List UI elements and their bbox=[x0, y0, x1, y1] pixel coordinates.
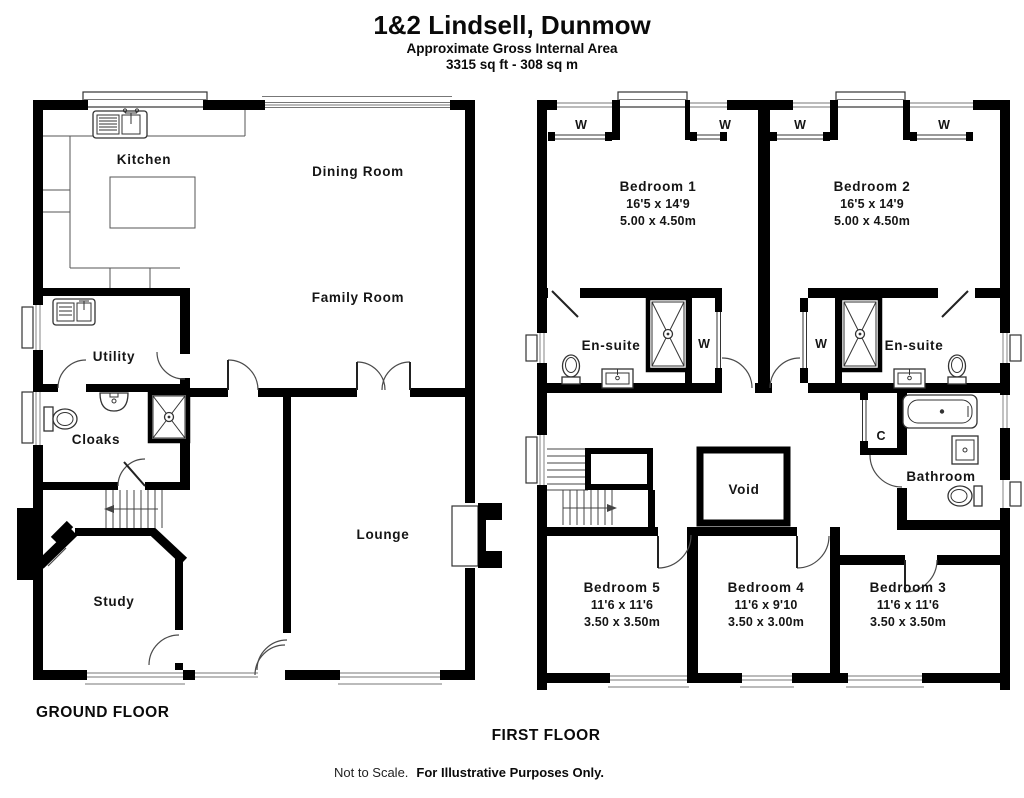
wardrobe-label-3: W bbox=[794, 118, 806, 132]
ground-windows bbox=[21, 91, 452, 685]
first-stairs bbox=[547, 448, 653, 525]
bathroom-toilet-icon bbox=[947, 485, 983, 507]
front-door bbox=[254, 644, 286, 676]
bedroom1-door bbox=[721, 357, 753, 389]
bedroom2-imperial: 16'5 x 14'9 bbox=[840, 197, 904, 211]
ensuite-right-shower-icon bbox=[837, 295, 883, 373]
bathroom-door bbox=[869, 454, 903, 488]
bedroom2-label: Bedroom 2 bbox=[834, 179, 911, 194]
cloaks-window bbox=[33, 390, 43, 445]
hall-window bbox=[195, 670, 258, 680]
page-subtitle: Approximate Gross Internal Area bbox=[406, 41, 618, 56]
ensuite-right-label: En-suite bbox=[885, 338, 944, 353]
study-chamfer-wall bbox=[36, 528, 78, 569]
ensuite-right-toilet-icon bbox=[947, 354, 967, 385]
ensuite-right-basin-icon bbox=[893, 368, 926, 389]
cloaks-label: Cloaks bbox=[72, 432, 120, 447]
void-label: Void bbox=[728, 482, 759, 497]
bedroom2-metric: 5.00 x 4.50m bbox=[834, 214, 910, 228]
bedroom4-door bbox=[796, 535, 830, 569]
scale-note: Not to Scale. bbox=[334, 765, 408, 780]
bedroom4-label: Bedroom 4 bbox=[728, 580, 805, 595]
stair-banister bbox=[585, 448, 653, 490]
bedroom4-metric: 3.50 x 3.00m bbox=[728, 615, 804, 629]
lounge-door bbox=[256, 639, 288, 671]
first-floor-plan: Bedroom 1 16'5 x 14'9 5.00 x 4.50m Bedro… bbox=[525, 91, 1022, 690]
bathroom-basin-icon bbox=[951, 435, 979, 465]
bedroom5-metric: 3.50 x 3.50m bbox=[584, 615, 660, 629]
wardrobe-label-5: W bbox=[698, 337, 710, 351]
family-room-label: Family Room bbox=[312, 290, 404, 305]
page-area: 3315 sq ft - 308 sq m bbox=[446, 57, 578, 72]
study-window bbox=[87, 670, 183, 680]
bedroom3-metric: 3.50 x 3.50m bbox=[870, 615, 946, 629]
family-double-door-left bbox=[356, 361, 386, 391]
party-wall bbox=[758, 110, 770, 383]
first-windows bbox=[525, 91, 1022, 688]
bedroom1-label: Bedroom 1 bbox=[620, 179, 697, 194]
kitchen-sink-icon bbox=[92, 108, 148, 139]
utility-window bbox=[33, 305, 43, 350]
ensuite-left-door bbox=[551, 290, 579, 318]
page-title: 1&2 Lindsell, Dunmow bbox=[373, 10, 651, 40]
ground-doors bbox=[47, 351, 411, 676]
ground-floor-caption: GROUND FLOOR bbox=[36, 704, 169, 721]
bath-icon bbox=[902, 394, 978, 429]
utility-door bbox=[156, 351, 186, 380]
ensuite-left-toilet-icon bbox=[561, 354, 581, 385]
bedroom3-label: Bedroom 3 bbox=[870, 580, 947, 595]
void-outline bbox=[696, 446, 791, 527]
utility-rear-door bbox=[57, 359, 87, 389]
wardrobe-label-1: W bbox=[575, 118, 587, 132]
ensuite-left-shower-icon bbox=[645, 295, 691, 373]
utility-sink-icon bbox=[52, 298, 96, 326]
bedroom1-imperial: 16'5 x 14'9 bbox=[626, 197, 690, 211]
ensuite-left-basin-icon bbox=[601, 368, 634, 389]
porch-door bbox=[47, 547, 67, 567]
study-label: Study bbox=[93, 594, 134, 609]
bedroom4-imperial: 11'6 x 9'10 bbox=[734, 598, 797, 612]
bathroom-label: Bathroom bbox=[906, 469, 975, 484]
study-door bbox=[148, 634, 180, 666]
cloaks-door bbox=[117, 458, 146, 487]
lounge-window bbox=[340, 670, 440, 680]
bedroom1-metric: 5.00 x 4.50m bbox=[620, 214, 696, 228]
bedroom5-imperial: 11'6 x 11'6 bbox=[591, 598, 653, 612]
purpose-note: For Illustrative Purposes Only. bbox=[416, 765, 604, 780]
wardrobe-label-2: W bbox=[719, 118, 731, 132]
utility-label: Utility bbox=[93, 349, 135, 364]
wardrobe-label-6: W bbox=[815, 337, 827, 351]
bedroom3-door bbox=[904, 559, 938, 593]
lounge-fireplace bbox=[451, 503, 502, 568]
bedroom3-imperial: 11'6 x 11'6 bbox=[877, 598, 939, 612]
cloaks-basin-icon bbox=[99, 392, 129, 412]
family-room-door bbox=[227, 359, 259, 391]
sliding-doors bbox=[555, 134, 966, 441]
chimney-breast bbox=[17, 508, 34, 580]
family-double-door-right bbox=[381, 361, 411, 391]
cloaks-shower-icon bbox=[147, 390, 191, 444]
cloaks-toilet-icon bbox=[43, 406, 78, 432]
first-doors bbox=[551, 290, 969, 593]
ground-stairs bbox=[104, 490, 163, 528]
lounge-label: Lounge bbox=[357, 527, 410, 542]
dining-room-label: Dining Room bbox=[312, 164, 404, 179]
ensuite-right-door bbox=[941, 290, 969, 318]
kitchen-label: Kitchen bbox=[117, 152, 171, 167]
footer-note: Not to Scale. For Illustrative Purposes O… bbox=[334, 765, 604, 780]
ground-floor-plan: Kitchen Dining Room Family Room Utility … bbox=[17, 91, 502, 685]
first-floor-caption: FIRST FLOOR bbox=[492, 727, 601, 744]
bedroom5-door bbox=[657, 534, 692, 569]
wardrobe-label-4: W bbox=[938, 118, 950, 132]
ground-walls bbox=[17, 100, 475, 680]
cupboard-label: C bbox=[876, 429, 885, 443]
bedroom2-door bbox=[769, 357, 801, 389]
bedroom5-label: Bedroom 5 bbox=[584, 580, 661, 595]
ensuite-left-label: En-suite bbox=[582, 338, 641, 353]
kitchen-island bbox=[109, 176, 196, 229]
